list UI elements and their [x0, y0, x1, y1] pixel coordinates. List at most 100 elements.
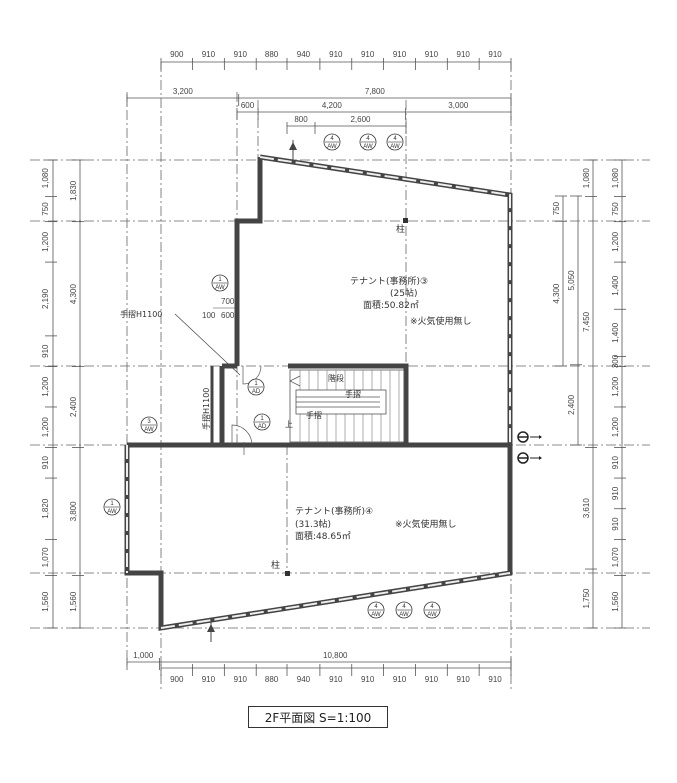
column-label: 柱: [271, 559, 280, 571]
upper-room-note: ※火気使用無し: [410, 315, 472, 327]
handrail-label: 手摺: [345, 389, 361, 399]
dimension-label: 910: [611, 517, 620, 531]
dimension-label: 1,080: [41, 168, 50, 189]
marker-number: 1: [218, 277, 222, 283]
handrail-height-label: 手摺H1100: [201, 388, 211, 430]
north-arrow-icon: [207, 622, 215, 642]
section-marker: 4AW: [323, 133, 341, 151]
dim-label: 700: [221, 297, 235, 306]
dimension-label: 910: [488, 675, 502, 684]
dimension-label: 4,300: [69, 284, 78, 305]
dimension-label: 880: [265, 675, 279, 684]
handrail-height-label: 手摺H1100: [120, 309, 162, 319]
dimension-label: 1,070: [41, 547, 50, 568]
upper-room-area: 面積:50.82㎡: [363, 299, 419, 311]
dimension-label: 300: [611, 354, 620, 368]
dimension-label: 1,080: [582, 168, 591, 189]
dimension-label: 910: [41, 344, 50, 358]
marker-number: 3: [147, 419, 151, 425]
column-mark: [403, 218, 408, 223]
marker-number: 4: [402, 604, 406, 610]
upper-room-name: テナント(事務所)③: [350, 275, 428, 287]
dimension-label: 10,800: [323, 651, 348, 660]
lower-room-size: (31.3帖): [295, 518, 331, 530]
dimension-label: 4,300: [552, 283, 561, 304]
marker-number: 4: [330, 136, 334, 142]
building-walls: [124, 154, 513, 631]
stairs-up-label: 上: [285, 420, 293, 429]
dim-label: 600: [221, 311, 235, 320]
section-marker: 4AW: [395, 601, 413, 619]
meter-icon: [517, 452, 542, 464]
marker-number: 1: [110, 501, 114, 507]
dimension-label: 910: [329, 675, 343, 684]
dimension-label: 910: [425, 50, 439, 59]
dimension-label: 940: [297, 50, 311, 59]
north-arrow-icon: [289, 140, 297, 160]
marker-number: 4: [374, 604, 378, 610]
dimension-label: 910: [393, 675, 407, 684]
dimension-label: 1,820: [41, 498, 50, 519]
marker-code: AW: [215, 285, 225, 291]
dimension-label: 910: [329, 50, 343, 59]
section-marker: 1AD: [253, 413, 271, 431]
dimension-label: 900: [170, 50, 184, 59]
dimension-label: 3,610: [582, 498, 591, 519]
dimension-label: 910: [41, 456, 50, 470]
dimension-label: 800: [294, 115, 308, 124]
lower-room-area: 面積:48.65㎡: [295, 530, 351, 542]
dimension-label: 1,400: [611, 275, 620, 296]
dimension-label: 750: [552, 201, 561, 215]
dimension-label: 1,080: [611, 168, 620, 189]
section-marker: 1AW: [211, 274, 229, 292]
dimension-label: 1,200: [41, 417, 50, 438]
dimension-label: 910: [202, 50, 216, 59]
dimension-label: 3,000: [448, 101, 469, 110]
marker-code: AW: [371, 612, 381, 618]
dimension-label: 910: [361, 675, 375, 684]
marker-code: AW: [107, 509, 117, 515]
section-marker: 1AD: [247, 378, 265, 396]
dimension-label: 1,070: [611, 547, 620, 568]
dimension-label: 910: [361, 50, 375, 59]
section-marker: 4AW: [386, 133, 404, 151]
dimension-label: 910: [488, 50, 502, 59]
staircase: [289, 369, 405, 443]
dimension-label: 1,400: [611, 322, 620, 343]
section-marker: 1AW: [103, 498, 121, 516]
section-marker: 4AW: [423, 601, 441, 619]
marker-code: AW: [390, 144, 400, 150]
dimension-label: 1,000: [133, 651, 154, 660]
marker-code: AD: [252, 389, 261, 395]
dimension-label: 600: [241, 101, 255, 110]
handrail-leader-line: [174, 313, 241, 376]
handrail-label: 手摺: [306, 410, 322, 420]
dimension-label: 910: [611, 456, 620, 470]
dimension-label: 1,750: [582, 588, 591, 609]
dimension-label: 910: [234, 675, 248, 684]
section-marker: 4AW: [359, 133, 377, 151]
dimension-label: 1,200: [41, 376, 50, 397]
dimension-label: 7,450: [582, 311, 591, 332]
marker-number: 4: [366, 136, 370, 142]
dimension-label: 1,830: [69, 180, 78, 201]
dimension-label: 1,200: [41, 231, 50, 252]
dimension-label: 5,050: [567, 270, 576, 291]
dimension-label: 3,200: [173, 87, 194, 96]
marker-code: AW: [327, 144, 337, 150]
dimension-label: 1,200: [611, 376, 620, 397]
dimension-label: 7,800: [365, 87, 386, 96]
dimension-label: 910: [457, 675, 471, 684]
upper-room-size: (25帖): [390, 287, 417, 299]
marker-number: 1: [254, 381, 258, 387]
marker-number: 4: [430, 604, 434, 610]
dimension-label: 4,200: [322, 101, 343, 110]
stairs-label: 階段: [328, 373, 344, 383]
dim-label: 100: [202, 311, 216, 320]
section-marker: 4AW: [367, 601, 385, 619]
dimension-label: 1,200: [611, 231, 620, 252]
meter-icon: [517, 431, 542, 443]
marker-code: AW: [144, 427, 154, 433]
dimension-label: 880: [265, 50, 279, 59]
